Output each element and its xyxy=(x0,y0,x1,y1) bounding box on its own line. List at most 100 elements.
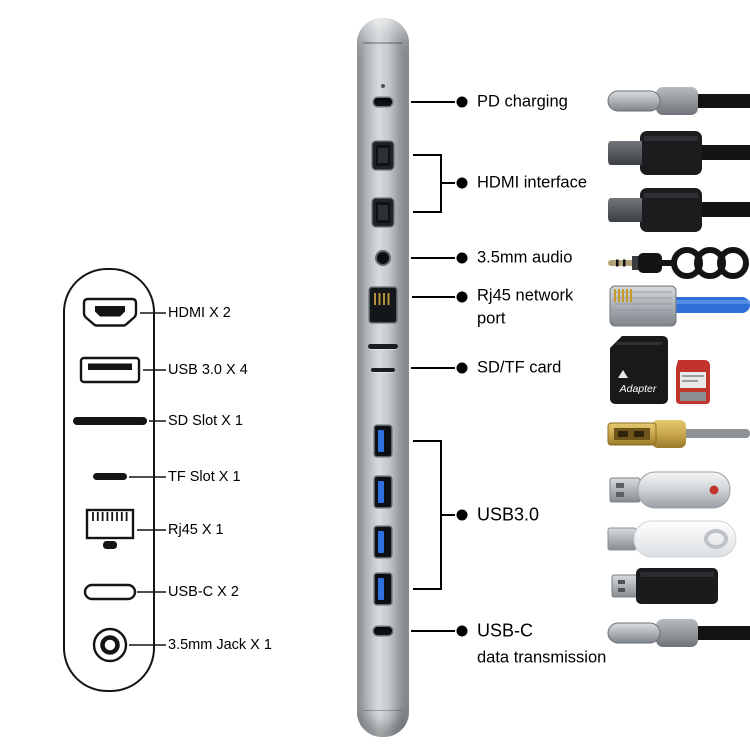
usb-c-port-icon xyxy=(83,583,137,601)
usb-c-port-bottom xyxy=(374,627,392,635)
plug-hole xyxy=(634,431,644,437)
dot-rj45 xyxy=(456,291,468,303)
sd-adapter-label: Adapter xyxy=(619,383,657,395)
legend-label-hdmi: HDMI X 2 xyxy=(168,305,231,321)
callout-pd-charging: PD charging xyxy=(477,92,568,111)
device-seam xyxy=(363,42,403,44)
plug-body xyxy=(638,253,662,273)
callout-lines xyxy=(411,101,455,632)
port-legend-panel xyxy=(63,268,155,692)
cable xyxy=(696,202,750,217)
coiled-cable xyxy=(662,247,749,279)
plug-collar xyxy=(632,256,640,270)
usb3-port-4 xyxy=(375,574,391,604)
audio-plug-tip xyxy=(608,260,634,266)
callout-dots xyxy=(456,96,468,637)
plug-body xyxy=(640,188,702,232)
usb-plug-tip xyxy=(609,477,641,503)
usb-a-port-icon xyxy=(79,356,141,384)
cable xyxy=(692,94,750,108)
tf-slot-icon xyxy=(93,473,127,480)
bracket-usb3 xyxy=(413,440,455,590)
legend-label-usb3: USB 3.0 X 4 xyxy=(168,362,248,378)
tf-card-slot xyxy=(371,368,395,372)
microsd-contacts xyxy=(680,392,706,401)
ethernet-cable-photo xyxy=(609,285,750,327)
usb-a-cable-photo xyxy=(607,420,750,448)
aux-audio-cable-photo xyxy=(608,247,749,279)
plug-slot xyxy=(618,580,625,584)
hdmi-cable-photo-2 xyxy=(608,188,750,232)
dot-pd-charging xyxy=(456,96,468,108)
plug-slot xyxy=(616,492,624,497)
sd-card-slot xyxy=(368,344,398,349)
plug-slot xyxy=(618,588,625,592)
plug-hole xyxy=(618,431,628,437)
hdmi-plug-tip xyxy=(608,198,642,222)
rj45-port-icon xyxy=(85,508,135,549)
plug-body xyxy=(656,619,698,647)
usb-c-port-top xyxy=(374,98,392,106)
device-seam xyxy=(363,709,403,711)
callout-audio: 3.5mm audio xyxy=(477,248,573,267)
rj45-port xyxy=(370,288,396,322)
drive-body xyxy=(637,471,731,509)
usb-plug-tip xyxy=(611,574,639,598)
cable xyxy=(692,626,750,640)
usb3-port-1 xyxy=(375,426,391,456)
dot-sdtf xyxy=(456,362,468,374)
legend-label-tf: TF Slot X 1 xyxy=(168,469,241,485)
drive-body xyxy=(633,520,737,558)
plug-body xyxy=(640,131,702,175)
plug-body xyxy=(656,87,698,115)
hdmi-plug-tip xyxy=(608,141,642,165)
ethernet-cable xyxy=(670,297,750,313)
hdmi-cable-photo-1 xyxy=(608,131,750,175)
hub-device xyxy=(357,18,409,737)
plug-body xyxy=(652,420,686,448)
label-line xyxy=(682,380,698,382)
usb-c-cable-photo-bottom xyxy=(607,619,750,647)
usb-plug-tip xyxy=(607,527,637,551)
sd-slot-icon xyxy=(73,417,147,425)
usb-c-plug-tip xyxy=(607,90,661,112)
lanyard-hole xyxy=(704,529,728,549)
callout-rj45-line2: port xyxy=(477,309,506,328)
arrow-mark xyxy=(618,370,628,378)
dot-audio xyxy=(456,252,468,264)
hdmi-port-2 xyxy=(373,199,393,226)
dot-usbc xyxy=(456,625,468,637)
audio-jack-icon xyxy=(92,627,128,663)
dot-usb3 xyxy=(456,509,468,521)
plug-ring xyxy=(623,259,626,267)
hdmi-port-1 xyxy=(373,142,393,169)
indicator-dot xyxy=(709,485,719,495)
legend-label-sd: SD Slot X 1 xyxy=(168,413,243,429)
hdmi-port-icon xyxy=(82,297,138,327)
callout-sdtf: SD/TF card xyxy=(477,358,562,377)
flash-drive-white-photo xyxy=(607,520,737,558)
usb3-port-2 xyxy=(375,477,391,507)
cable xyxy=(696,145,750,160)
gold-pins xyxy=(614,289,632,302)
callout-hdmi: HDMI interface xyxy=(477,173,588,192)
callout-rj45-line1: Rj45 network xyxy=(477,286,574,305)
audio-jack-port xyxy=(377,252,389,264)
callout-usb3: USB3.0 xyxy=(477,504,540,525)
plug-highlight xyxy=(644,193,698,198)
sd-adapter-card xyxy=(610,336,668,404)
plug-slot xyxy=(616,483,624,488)
callout-usbc: USB-C xyxy=(477,620,534,641)
callout-usbc-subtitle: data transmission xyxy=(477,648,607,667)
usb3-port-3 xyxy=(375,527,391,557)
flash-drive-black-photo xyxy=(611,568,718,604)
legend-label-rj45: Rj45 X 1 xyxy=(168,522,224,538)
sd-and-microsd-photo xyxy=(610,336,710,404)
usb-c-plug-tip xyxy=(607,622,661,644)
bracket-hdmi xyxy=(413,154,455,213)
flash-drive-silver-photo xyxy=(609,471,731,509)
led-pinhole xyxy=(381,84,385,88)
dot-hdmi xyxy=(456,177,468,189)
plug-ring xyxy=(616,259,619,267)
plug-highlight xyxy=(644,136,698,141)
